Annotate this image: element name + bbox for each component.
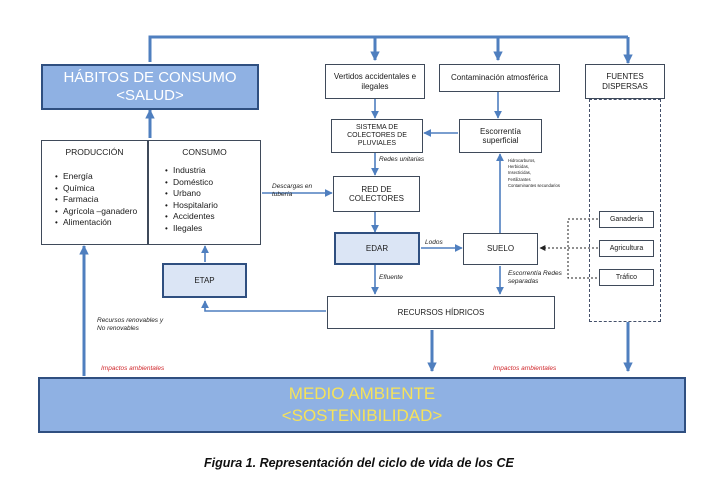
produccion-item: Farmacia bbox=[55, 194, 139, 206]
edar-box: EDAR bbox=[334, 232, 420, 265]
efluente-label: Efluente bbox=[379, 274, 403, 281]
top-feedback-line bbox=[148, 35, 628, 62]
consumo-item: Industria bbox=[165, 165, 252, 177]
agricultura-box: Agricultura bbox=[599, 240, 654, 257]
ganaderia-box: Ganadería bbox=[599, 211, 654, 228]
consumo-title: CONSUMO bbox=[182, 147, 227, 157]
contaminant-item: Insecticidas, bbox=[508, 170, 532, 176]
red-colectores-box: RED DE COLECTORES bbox=[333, 176, 420, 212]
consumo-item: Hospitalario bbox=[165, 200, 252, 212]
habitos-title: HÁBITOS DE CONSUMO bbox=[63, 69, 237, 86]
consumo-item: Urbano bbox=[165, 188, 252, 200]
recursos-hidricos-label: RECURSOS HÍDRICOS bbox=[397, 307, 485, 317]
ganaderia-label: Ganadería bbox=[609, 215, 644, 223]
produccion-item: Energía bbox=[55, 171, 139, 183]
edar-label: EDAR bbox=[365, 243, 389, 253]
contaminants-list: Hidrocarburos, Herbicidas, Insecticidas,… bbox=[508, 158, 588, 189]
lodos-label: Lodos bbox=[425, 239, 443, 246]
fuentes-label: FUENTES DISPERSAS bbox=[602, 72, 648, 91]
consumo-item: Ilegales bbox=[165, 223, 252, 235]
contaminant-item: Contaminantes secundarios bbox=[508, 182, 560, 188]
contaminacion-box: Contaminación atmosférica bbox=[439, 64, 560, 92]
contaminant-item: Herbicidas, bbox=[508, 164, 529, 170]
escorrentia-redes-label: Escorrentía Redes separadas bbox=[508, 270, 562, 285]
sistema-label: SISTEMA DE COLECTORES DE PLUVIALES bbox=[347, 124, 407, 147]
escorrentia-box: Escorrentía superficial bbox=[459, 119, 542, 153]
produccion-item: Alimentación bbox=[55, 217, 139, 229]
contaminant-item: Hidrocarburos, bbox=[508, 158, 536, 163]
figure-caption: Figura 1. Representación del ciclo de vi… bbox=[204, 456, 514, 470]
recursos-hidricos-box: RECURSOS HÍDRICOS bbox=[327, 296, 555, 329]
produccion-item: Química bbox=[55, 183, 139, 195]
escorrentia-label: Escorrentía superficial bbox=[480, 126, 521, 146]
consumo-item: Doméstico bbox=[165, 177, 252, 189]
trafico-label: Tráfico bbox=[615, 273, 638, 281]
arrow-recursos-to-etap bbox=[201, 300, 326, 312]
etap-box: ETAP bbox=[162, 263, 247, 298]
produccion-box: PRODUCCIÓN Energía Química Farmacia Agrí… bbox=[41, 140, 148, 245]
contaminacion-label: Contaminación atmosférica bbox=[451, 73, 548, 83]
impactos-right-label: Impactos ambientales bbox=[493, 365, 557, 372]
habitos-box: HÁBITOS DE CONSUMO <SALUD> bbox=[41, 64, 259, 110]
sistema-box: SISTEMA DE COLECTORES DE PLUVIALES bbox=[331, 119, 423, 153]
suelo-label: SUELO bbox=[486, 244, 515, 254]
descargas-label: Descargas en tubería bbox=[272, 183, 313, 198]
produccion-title: PRODUCCIÓN bbox=[65, 147, 124, 157]
trafico-box: Tráfico bbox=[599, 269, 654, 286]
fuentes-box: FUENTES DISPERSAS bbox=[585, 64, 665, 99]
suelo-box: SUELO bbox=[463, 233, 538, 265]
redes-unitarias-label: Redes unitarias bbox=[379, 156, 425, 163]
fuentes-dashed-group bbox=[589, 99, 661, 322]
vertidos-label: Vertidos accidentales e ilegales bbox=[333, 72, 417, 91]
consumo-box: CONSUMO Industria Doméstico Urbano Hospi… bbox=[148, 140, 261, 245]
medio-ambiente-title: MEDIO AMBIENTE bbox=[288, 384, 436, 403]
agricultura-label: Agricultura bbox=[609, 244, 644, 252]
medio-ambiente-subtitle: <SOSTENIBILIDAD> bbox=[281, 406, 443, 425]
produccion-item: Agrícola –ganadero bbox=[55, 206, 139, 218]
consumo-list: Industria Doméstico Urbano Hospitalario … bbox=[165, 165, 252, 234]
contaminant-item: Fertilizantes bbox=[508, 176, 531, 182]
habitos-subtitle: <SALUD> bbox=[116, 87, 184, 104]
impactos-left-label: Impactos ambientales bbox=[101, 365, 165, 372]
produccion-list: Energía Química Farmacia Agrícola –ganad… bbox=[55, 171, 139, 229]
consumo-item: Accidentes bbox=[165, 211, 252, 223]
etap-label: ETAP bbox=[194, 275, 215, 285]
red-colectores-label: RED DE COLECTORES bbox=[349, 184, 404, 204]
recursos-renovables-label: Recursos renovables y No renovables bbox=[97, 317, 164, 332]
medio-ambiente-box: MEDIO AMBIENTE <SOSTENIBILIDAD> bbox=[38, 377, 686, 433]
vertidos-box: Vertidos accidentales e ilegales bbox=[325, 64, 425, 99]
